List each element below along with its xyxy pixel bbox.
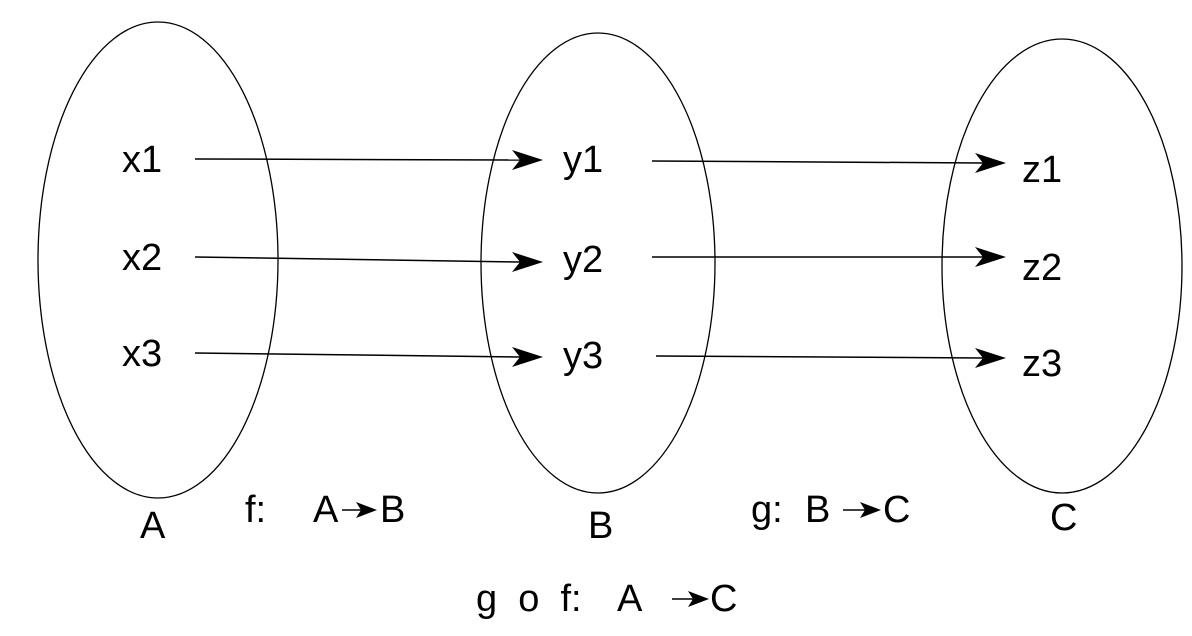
function-f-domain: A [313, 489, 339, 531]
set-b-label: B [588, 505, 613, 547]
composition-domain: A [617, 578, 643, 620]
composition-arrow-icon [672, 591, 709, 607]
set-b-element-3: y3 [563, 335, 603, 377]
function-f-arrow-icon [342, 502, 377, 518]
set-a-label: A [140, 505, 166, 547]
composition-codomain: C [710, 578, 737, 620]
mapping-arrow-g-3 [655, 348, 1006, 368]
set-b-ellipse [480, 32, 716, 494]
set-b-element-1: y1 [563, 139, 603, 181]
mapping-arrow-g-1 [651, 153, 1006, 173]
set-c-ellipse [941, 38, 1183, 494]
function-f-codomain: B [380, 489, 405, 531]
set-c-element-1: z1 [1022, 149, 1062, 191]
function-g-codomain: C [883, 489, 910, 531]
mapping-arrow-f-2 [194, 252, 543, 272]
function-g-arrow-icon [843, 502, 881, 518]
mapping-arrow-g-2 [652, 247, 1006, 267]
composition-name: g o f: [476, 578, 582, 620]
set-a-element-1: x1 [122, 139, 162, 181]
set-b-element-2: y2 [563, 239, 603, 281]
set-c-label: C [1050, 497, 1077, 539]
function-g-name: g: [751, 489, 783, 531]
set-a-element-2: x2 [122, 237, 162, 279]
set-c-element-3: z3 [1022, 343, 1062, 385]
composition-label: g o f: A C [476, 578, 737, 620]
function-g-domain: B [805, 489, 830, 531]
set-c-element-2: z2 [1022, 247, 1062, 289]
function-f-label: f: A B [245, 489, 405, 531]
mapping-arrow-f-3 [194, 347, 543, 367]
function-g-label: g: B C [751, 489, 910, 531]
mapping-arrow-f-1 [194, 150, 543, 170]
function-f-name: f: [245, 489, 266, 531]
set-a-element-3: x3 [122, 333, 162, 375]
set-a-ellipse [37, 21, 279, 499]
